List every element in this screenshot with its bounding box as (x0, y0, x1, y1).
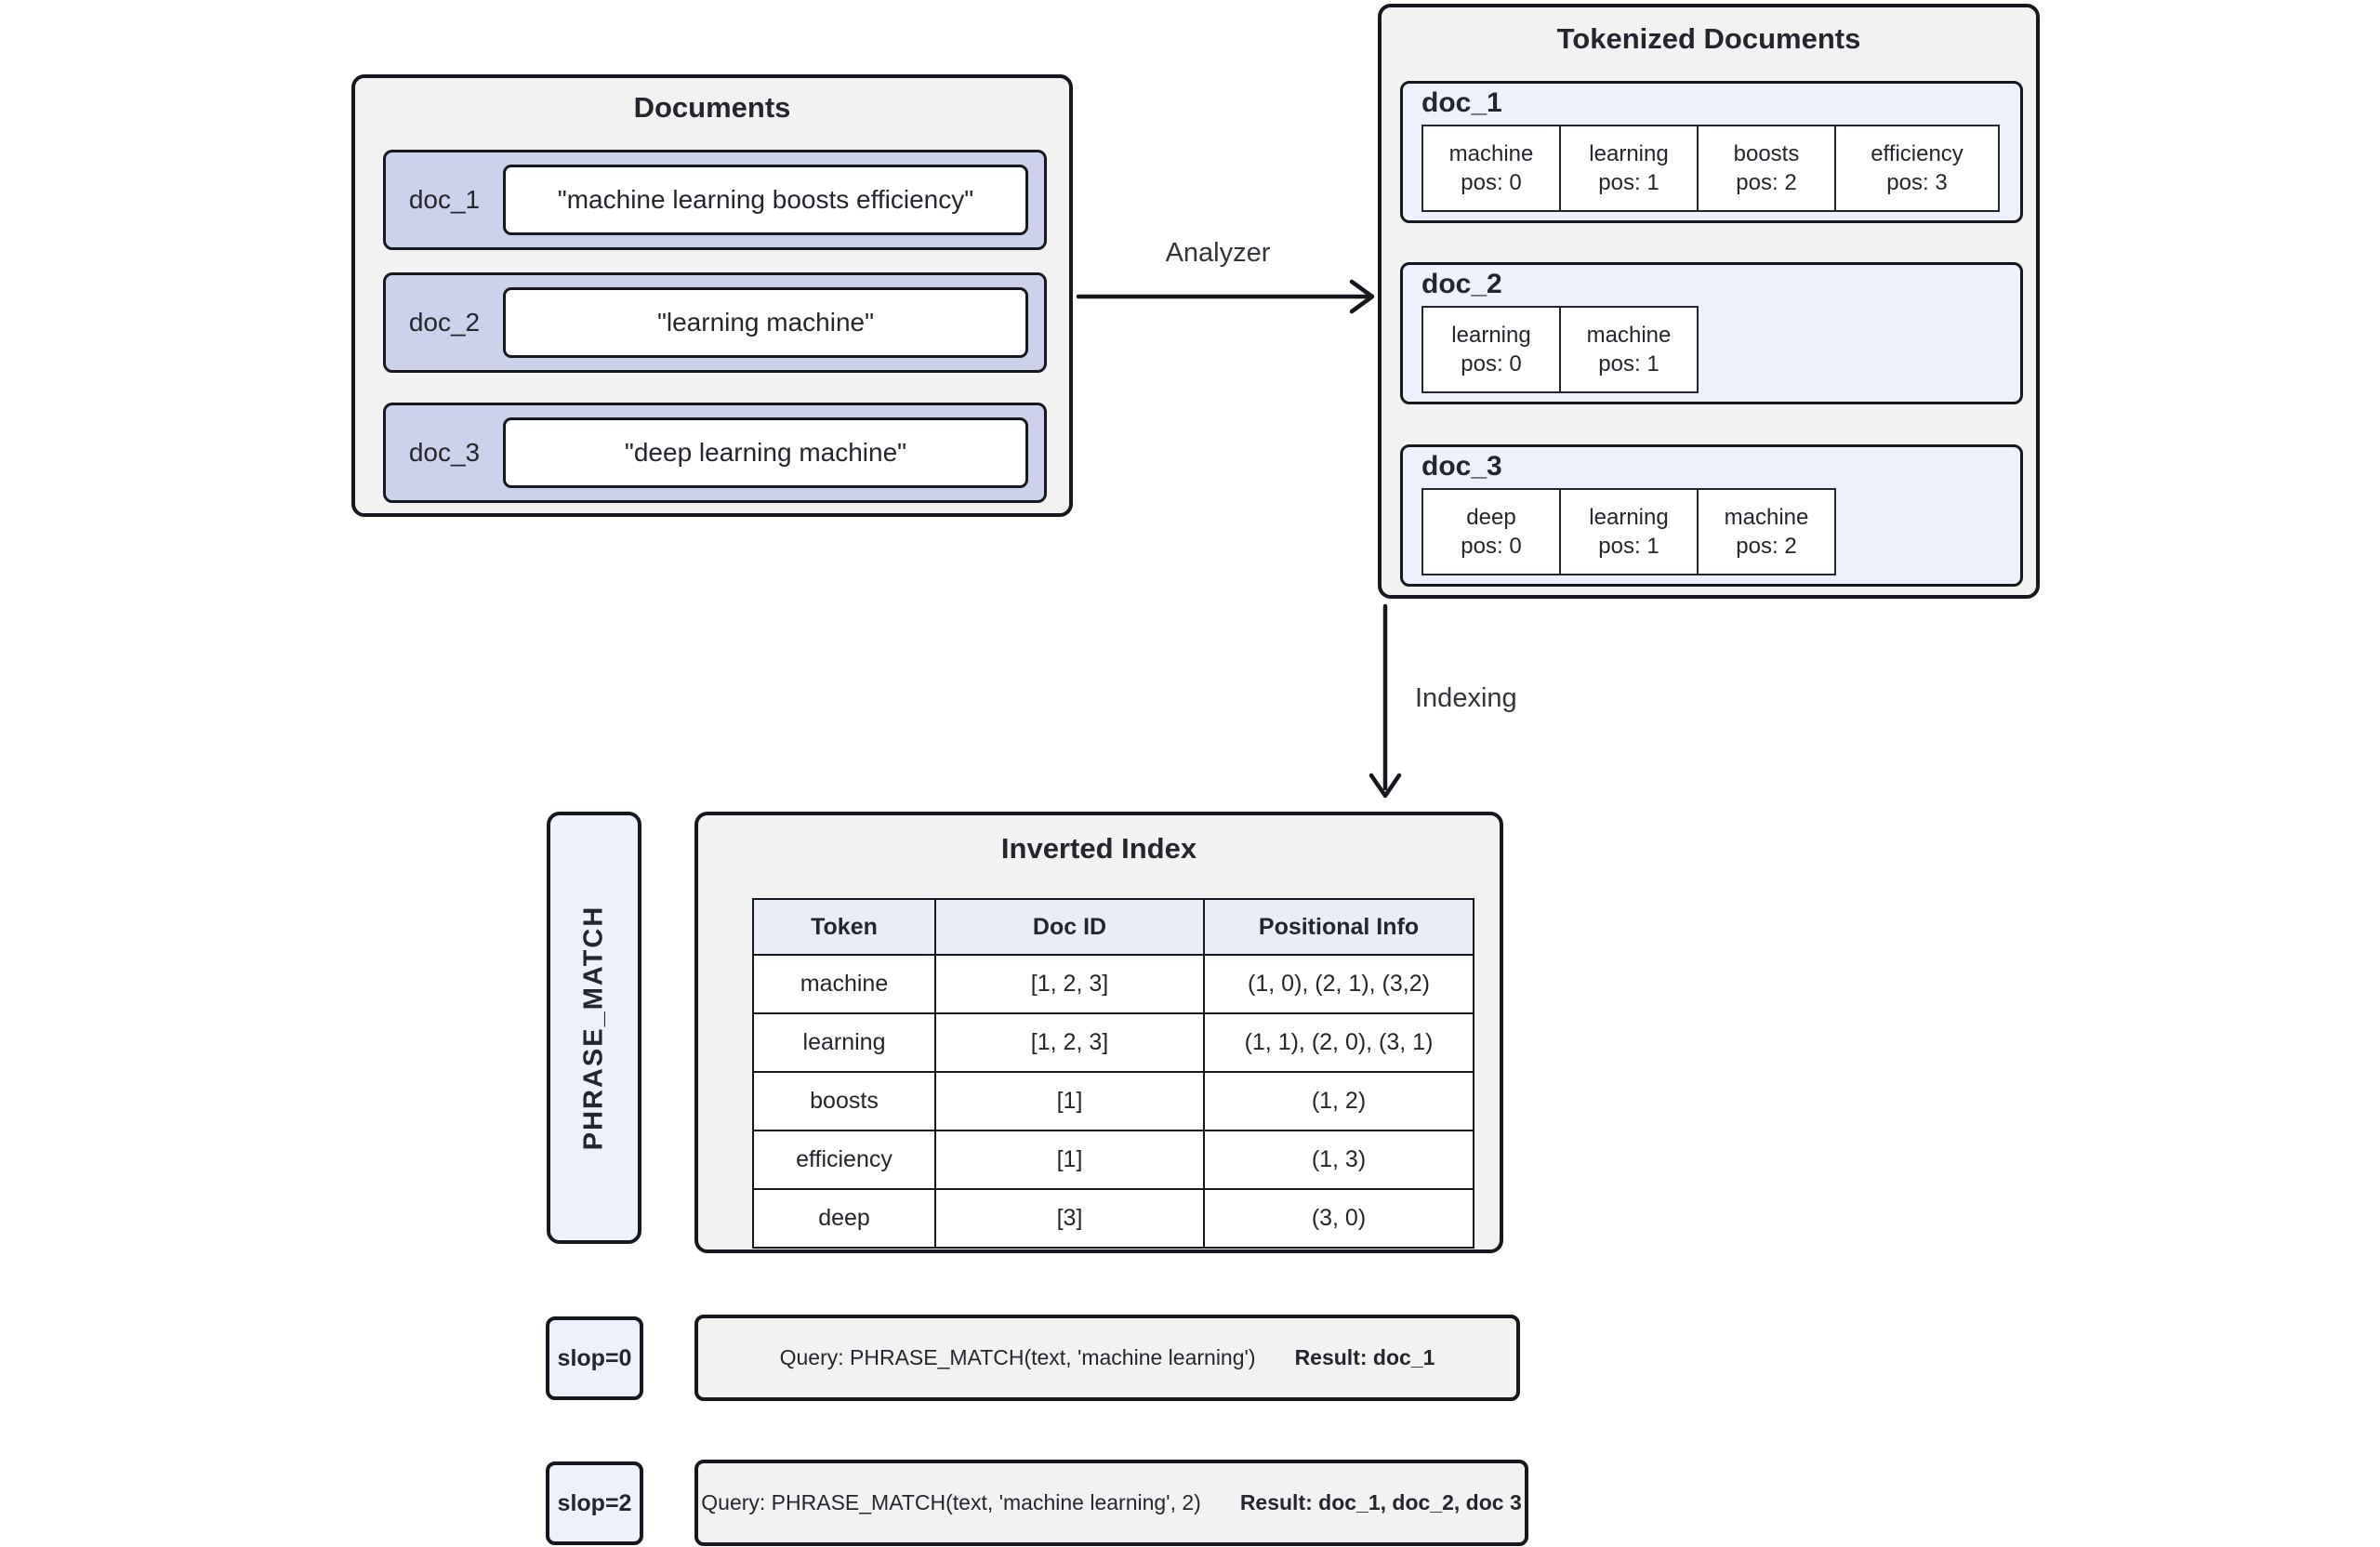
query-box-slop-0: Query: PHRASE_MATCH(text, 'machine learn… (694, 1315, 1520, 1401)
documents-title: Documents (633, 91, 791, 124)
inverted-index-box: Inverted Index Token Doc ID Positional I… (694, 812, 1503, 1253)
doc-text: "deep learning machine" (503, 417, 1028, 488)
table-cell-positions: (1, 3) (1203, 1130, 1474, 1190)
table-cell-positions: (1, 2) (1203, 1071, 1474, 1131)
table-row-deep: deep [3] (3, 0) (752, 1188, 1474, 1249)
document-row-doc-1: doc_1 "machine learning boosts efficienc… (383, 150, 1047, 250)
token-pos: pos: 1 (1598, 534, 1659, 559)
token-term: deep (1466, 505, 1516, 530)
doc-id-label: doc_1 (408, 185, 481, 214)
table-cell-positions: (1, 0), (2, 1), (3,2) (1203, 954, 1474, 1014)
column-header-doc-id: Doc ID (934, 898, 1205, 956)
token-cell: machine pos: 1 (1559, 306, 1699, 393)
table-cell-token: machine (752, 954, 936, 1014)
token-pos: pos: 2 (1736, 534, 1797, 559)
token-pos: pos: 3 (1886, 170, 1948, 195)
token-cell: deep pos: 0 (1421, 488, 1561, 575)
phrase-match-box: PHRASE_MATCH (547, 812, 641, 1244)
table-cell-token: efficiency (752, 1130, 936, 1190)
slop-label: slop=2 (557, 1489, 632, 1516)
inverted-index-title: Inverted Index (1000, 832, 1197, 865)
tokenized-doc-panel-3: doc_3 deep pos: 0 learning pos: 1 machin… (1400, 444, 2023, 587)
column-header-token: Token (752, 898, 936, 956)
token-cells-row: deep pos: 0 learning pos: 1 machine pos:… (1421, 488, 1836, 575)
tokenized-documents-title: Tokenized Documents (1556, 22, 1861, 55)
table-cell-positions: (3, 0) (1203, 1188, 1474, 1249)
token-term: boosts (1733, 141, 1800, 166)
token-cell: learning pos: 1 (1559, 125, 1699, 212)
token-term: machine (1724, 505, 1809, 530)
phrase-match-label: PHRASE_MATCH (578, 905, 609, 1151)
indexing-arrow (1368, 603, 1402, 799)
doc-text: "learning machine" (503, 287, 1028, 358)
query-box-slop-2: Query: PHRASE_MATCH(text, 'machine learn… (694, 1460, 1528, 1546)
token-pos: pos: 1 (1598, 170, 1659, 195)
doc-id-label: doc_3 (408, 438, 481, 467)
result-text: Result: doc_1 (1294, 1345, 1435, 1369)
token-term: learning (1451, 323, 1531, 348)
token-term: efficiency (1871, 141, 1964, 166)
documents-box: Documents doc_1 "machine learning boosts… (351, 74, 1073, 517)
indexing-arrow-label: Indexing (1415, 683, 1517, 713)
table-cell-token: learning (752, 1012, 936, 1073)
token-pos: pos: 1 (1598, 351, 1659, 377)
column-header-positional-info: Positional Info (1203, 898, 1474, 956)
table-cell-token: deep (752, 1188, 936, 1249)
slop-0-badge: slop=0 (546, 1316, 643, 1400)
token-cells-row: learning pos: 0 machine pos: 1 (1421, 306, 1699, 393)
token-term: machine (1586, 323, 1672, 348)
table-cell-doc-id: [1, 2, 3] (934, 954, 1205, 1014)
inverted-index-table: Token Doc ID Positional Info machine [1,… (752, 898, 1474, 1249)
token-cell: machine pos: 0 (1421, 125, 1561, 212)
token-cell: efficiency pos: 3 (1834, 125, 2000, 212)
token-term: learning (1589, 505, 1669, 530)
result-text: Result: doc_1, doc_2, doc 3 (1239, 1490, 1522, 1514)
table-cell-positions: (1, 1), (2, 0), (3, 1) (1203, 1012, 1474, 1073)
token-cell: learning pos: 0 (1421, 306, 1561, 393)
slop-2-badge: slop=2 (546, 1461, 643, 1545)
query-text: Query: PHRASE_MATCH(text, 'machine learn… (701, 1490, 1201, 1514)
document-row-doc-2: doc_2 "learning machine" (383, 272, 1047, 373)
token-pos: pos: 2 (1736, 170, 1797, 195)
table-header-row: Token Doc ID Positional Info (752, 898, 1474, 956)
token-pos: pos: 0 (1461, 534, 1522, 559)
tokenized-doc-panel-1: doc_1 machine pos: 0 learning pos: 1 boo… (1400, 81, 2023, 223)
table-cell-doc-id: [1] (934, 1130, 1205, 1190)
token-term: learning (1589, 141, 1669, 166)
tokenized-documents-box: Tokenized Documents doc_1 machine pos: 0… (1378, 4, 2040, 599)
table-cell-token: boosts (752, 1071, 936, 1131)
doc-id-label: doc_2 (408, 308, 481, 337)
token-cell: machine pos: 2 (1697, 488, 1836, 575)
document-row-doc-3: doc_3 "deep learning machine" (383, 403, 1047, 503)
table-row-machine: machine [1, 2, 3] (1, 0), (2, 1), (3,2) (752, 954, 1474, 1014)
token-cells-row: machine pos: 0 learning pos: 1 boosts po… (1421, 125, 2000, 212)
table-row-boosts: boosts [1] (1, 2) (752, 1071, 1474, 1131)
table-cell-doc-id: [1] (934, 1071, 1205, 1131)
slop-label: slop=0 (557, 1344, 632, 1371)
tokenized-doc-label: doc_2 (1421, 269, 1502, 299)
table-cell-doc-id: [3] (934, 1188, 1205, 1249)
table-row-learning: learning [1, 2, 3] (1, 1), (2, 0), (3, 1… (752, 1012, 1474, 1073)
query-text: Query: PHRASE_MATCH(text, 'machine learn… (779, 1345, 1256, 1369)
tokenized-doc-panel-2: doc_2 learning pos: 0 machine pos: 1 (1400, 262, 2023, 404)
token-pos: pos: 0 (1461, 170, 1522, 195)
token-cell: boosts pos: 2 (1697, 125, 1836, 212)
analyzer-arrow (1076, 279, 1375, 314)
token-cell: learning pos: 1 (1559, 488, 1699, 575)
table-row-efficiency: efficiency [1] (1, 3) (752, 1130, 1474, 1190)
doc-text: "machine learning boosts efficiency" (503, 165, 1028, 235)
analyzer-arrow-label: Analyzer (1165, 238, 1271, 268)
token-term: machine (1448, 141, 1534, 166)
table-cell-doc-id: [1, 2, 3] (934, 1012, 1205, 1073)
token-pos: pos: 0 (1461, 351, 1522, 377)
tokenized-doc-label: doc_3 (1421, 451, 1502, 482)
tokenized-doc-label: doc_1 (1421, 87, 1502, 118)
